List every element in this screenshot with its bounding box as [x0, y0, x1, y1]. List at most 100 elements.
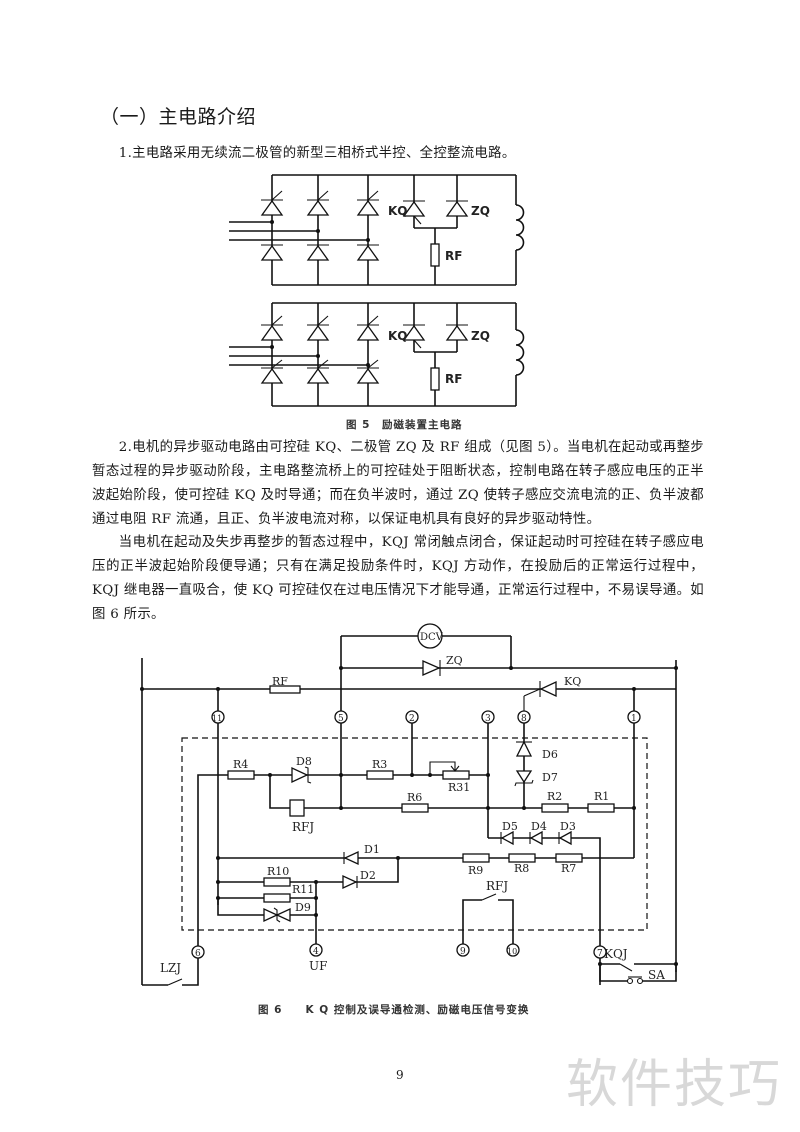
sa-label: SA: [648, 968, 665, 982]
r11-label: R11: [292, 883, 314, 896]
rf-resistor: [430, 243, 440, 267]
kq-label: KQ: [564, 675, 581, 688]
svg-text:6: 6: [195, 949, 201, 959]
zq-label: ZQ: [471, 204, 490, 218]
r6-resistor: [401, 803, 429, 813]
terminal-3: 3: [481, 710, 495, 724]
terminal-1: 1: [627, 710, 641, 724]
r10-label: R10: [267, 865, 289, 878]
diode-icon: [260, 244, 284, 261]
d1-label: D1: [364, 843, 380, 856]
main-circuit-full-controlled: KQ ZQ RF: [229, 302, 525, 407]
paragraph-2: 2.电机的异步驱动电路由可控硅 KQ、二极管 ZQ 及 RF 组成（见图 5）。…: [92, 440, 704, 527]
section-heading: （一）主电路介绍: [100, 106, 257, 128]
svg-text:3: 3: [485, 714, 491, 724]
d9-label: D9: [295, 901, 311, 914]
d5-label: D5: [502, 820, 518, 833]
d9-bidirectional-zener-icon: [263, 907, 291, 923]
rf-label: RF: [272, 675, 288, 688]
r9-label: R9: [468, 864, 483, 877]
rf-resistor: [430, 367, 440, 391]
zq-diode-icon: [445, 324, 469, 341]
r9-resistor: [462, 853, 490, 863]
kq-thyristor-icon: [402, 324, 426, 349]
r4-label: R4: [233, 758, 248, 771]
svg-text:9: 9: [460, 947, 466, 957]
main-circuit-half-controlled: KQ ZQ RF: [229, 174, 525, 286]
r4-resistor: [227, 770, 255, 780]
svg-text:5: 5: [338, 714, 344, 724]
inductor-icon: [515, 204, 525, 251]
terminal-7: 7: [593, 945, 607, 959]
thyristor-icon: [356, 190, 380, 216]
svg-text:7: 7: [597, 949, 603, 959]
r8-resistor: [508, 853, 536, 863]
dcv-label: DCV: [420, 632, 444, 643]
d3-diode-icon: [558, 830, 572, 846]
r7-label: R7: [561, 862, 576, 875]
inductor-icon: [515, 329, 525, 376]
d8-label: D8: [296, 755, 312, 768]
thyristor-icon: [306, 359, 330, 384]
r8-label: R8: [514, 862, 529, 875]
lzj-label: LZJ: [160, 961, 181, 975]
zq-diode-icon: [445, 200, 469, 217]
rfj-coil: [289, 799, 305, 817]
r6-label: R6: [407, 791, 422, 804]
rfj-coil-label: RFJ: [292, 820, 314, 834]
d8-zener-diode-icon: [291, 766, 312, 784]
d2-diode-icon: [342, 874, 358, 890]
rf-resistor: [269, 685, 301, 694]
d7-zener-diode-icon: [514, 770, 534, 787]
watermark: 软件技巧: [566, 1055, 783, 1115]
r1-label: R1: [594, 790, 609, 803]
figure-6-diagram: DCV ZQ RF KQ R4 D8 R3: [140, 623, 678, 986]
zq-label: ZQ: [471, 329, 490, 343]
thyristor-icon: [260, 359, 284, 384]
kq-label: KQ: [388, 204, 408, 218]
r2-label: R2: [547, 790, 562, 803]
thyristor-icon: [356, 359, 380, 384]
terminal-9: 9: [456, 943, 470, 957]
d6-diode-icon: [515, 740, 533, 757]
kqj-label: KQJ: [604, 947, 628, 961]
r1-resistor: [587, 803, 615, 813]
thyristor-icon: [260, 315, 284, 341]
kq-label: KQ: [388, 329, 408, 343]
terminal-8: 8: [517, 710, 531, 724]
terminal-2: 2: [405, 710, 419, 724]
r2-resistor: [541, 803, 569, 813]
terminal-6: 6: [191, 945, 205, 959]
figure-5-caption: 图 5 励磁装置主电路: [346, 419, 463, 431]
rfj-contact-label: RFJ: [486, 879, 508, 893]
terminal-4: 4: [309, 943, 323, 957]
r31-label: R31: [448, 781, 470, 794]
d4-diode-icon: [529, 830, 543, 846]
diode-icon: [306, 244, 330, 261]
d7-label: D7: [542, 771, 558, 784]
kq-thyristor-icon: [523, 680, 557, 698]
terminal-10: 10: [506, 943, 520, 957]
zq-label: ZQ: [446, 654, 463, 667]
svg-text:11: 11: [212, 714, 222, 723]
thyristor-icon: [306, 190, 330, 216]
figure-6-caption: 图 6 K Q 控制及误导通检测、励磁电压信号变换: [258, 1004, 530, 1016]
r3-label: R3: [372, 758, 387, 771]
r3-resistor: [366, 770, 394, 780]
thyristor-icon: [306, 315, 330, 341]
d4-label: D4: [531, 820, 547, 833]
page-number: 9: [396, 1068, 404, 1082]
rf-label: RF: [445, 249, 462, 263]
svg-text:10: 10: [507, 947, 517, 956]
r31-potentiometer: [442, 770, 470, 780]
control-board-boundary: [181, 737, 648, 931]
zq-diode-icon: [422, 660, 441, 676]
diode-icon: [356, 244, 380, 261]
svg-text:4: 4: [313, 947, 319, 957]
r7-resistor: [555, 853, 583, 863]
svg-text:1: 1: [631, 714, 637, 724]
kq-thyristor-icon: [402, 200, 426, 225]
thyristor-icon: [356, 315, 380, 341]
thyristor-icon: [260, 190, 284, 216]
